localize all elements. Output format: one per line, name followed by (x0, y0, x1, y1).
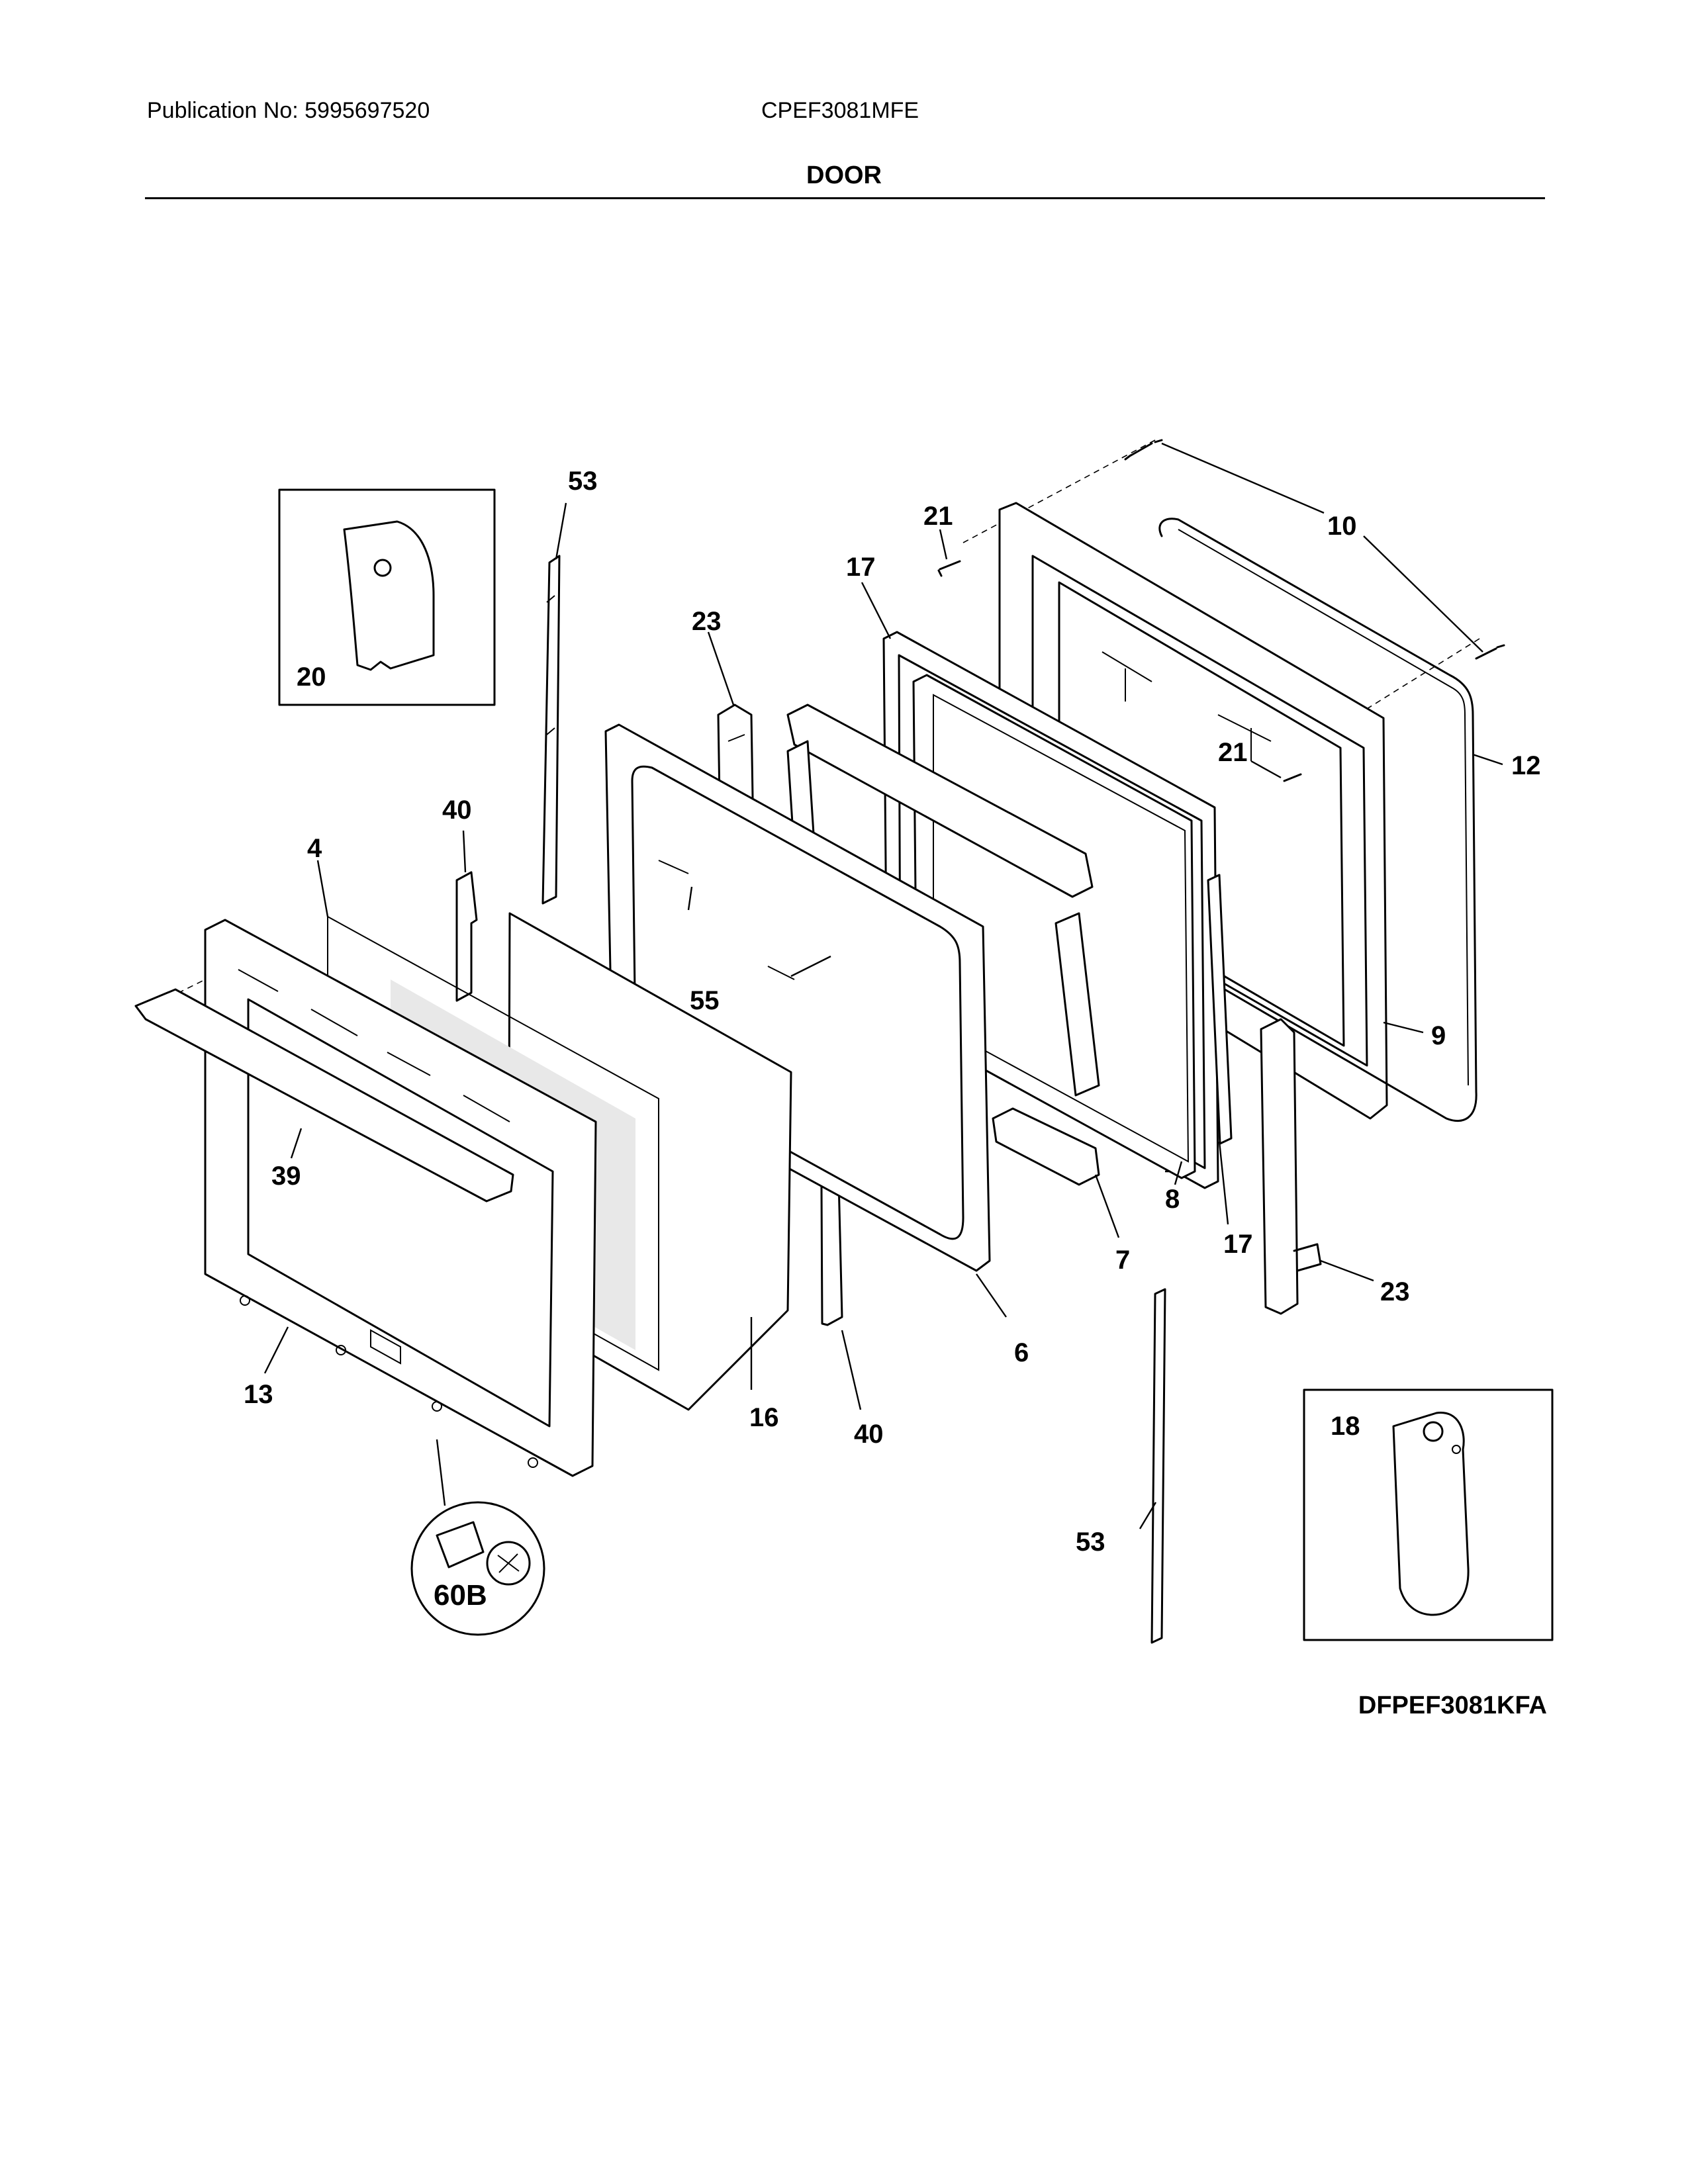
callout-10: 10 (1327, 512, 1357, 541)
callout-21-top: 21 (923, 502, 953, 531)
screw-60b-detail (410, 1439, 545, 1636)
callout-9: 9 (1431, 1021, 1446, 1050)
callout-60b: 60B (434, 1579, 487, 1612)
part-53-top (541, 502, 567, 905)
callout-40-top: 40 (442, 796, 472, 825)
callout-labels: 53 21 10 17 23 20 21 12 40 4 55 9 39 8 7… (244, 467, 1541, 1612)
callout-40-bottom: 40 (854, 1420, 884, 1449)
callout-53-top: 53 (568, 467, 598, 496)
diagram-code: DFPEF3081KFA (1358, 1692, 1547, 1719)
callout-17-top: 17 (846, 553, 876, 582)
publication-number: Publication No: 5995697520 (147, 98, 430, 123)
part-53-bottom (1139, 1288, 1166, 1644)
callout-39: 39 (271, 1161, 301, 1191)
callout-16: 16 (749, 1403, 779, 1432)
part-17-side-channel (1207, 874, 1233, 1225)
callout-53-bottom: 53 (1076, 1527, 1105, 1557)
callout-23-bottom: 23 (1380, 1277, 1410, 1306)
callout-7: 7 (1115, 1246, 1130, 1275)
callout-6: 6 (1014, 1338, 1029, 1367)
part-7-insulation-blocks (786, 704, 1120, 1238)
part-10-screws (1124, 439, 1505, 660)
callout-18: 18 (1331, 1412, 1360, 1441)
inset-part-18 (1303, 1388, 1554, 1641)
part-40-top (455, 830, 478, 1002)
callout-21-mid: 21 (1218, 738, 1248, 767)
model-number: CPEF3081MFE (761, 98, 919, 123)
callout-55: 55 (690, 986, 720, 1015)
header-divider (145, 197, 1545, 199)
callout-13: 13 (244, 1380, 273, 1409)
callout-17-bottom: 17 (1223, 1230, 1253, 1259)
part-12-door-gasket (1158, 518, 1503, 1122)
part-21-clips (937, 529, 1302, 782)
callout-8: 8 (1165, 1185, 1180, 1214)
callout-4: 4 (307, 834, 322, 863)
part-39-door-handle (134, 988, 514, 1203)
callout-20: 20 (297, 662, 326, 692)
callout-12: 12 (1511, 751, 1541, 780)
inset-part-20 (278, 488, 496, 706)
section-title: DOOR (806, 161, 882, 189)
callout-23-top: 23 (692, 607, 722, 636)
